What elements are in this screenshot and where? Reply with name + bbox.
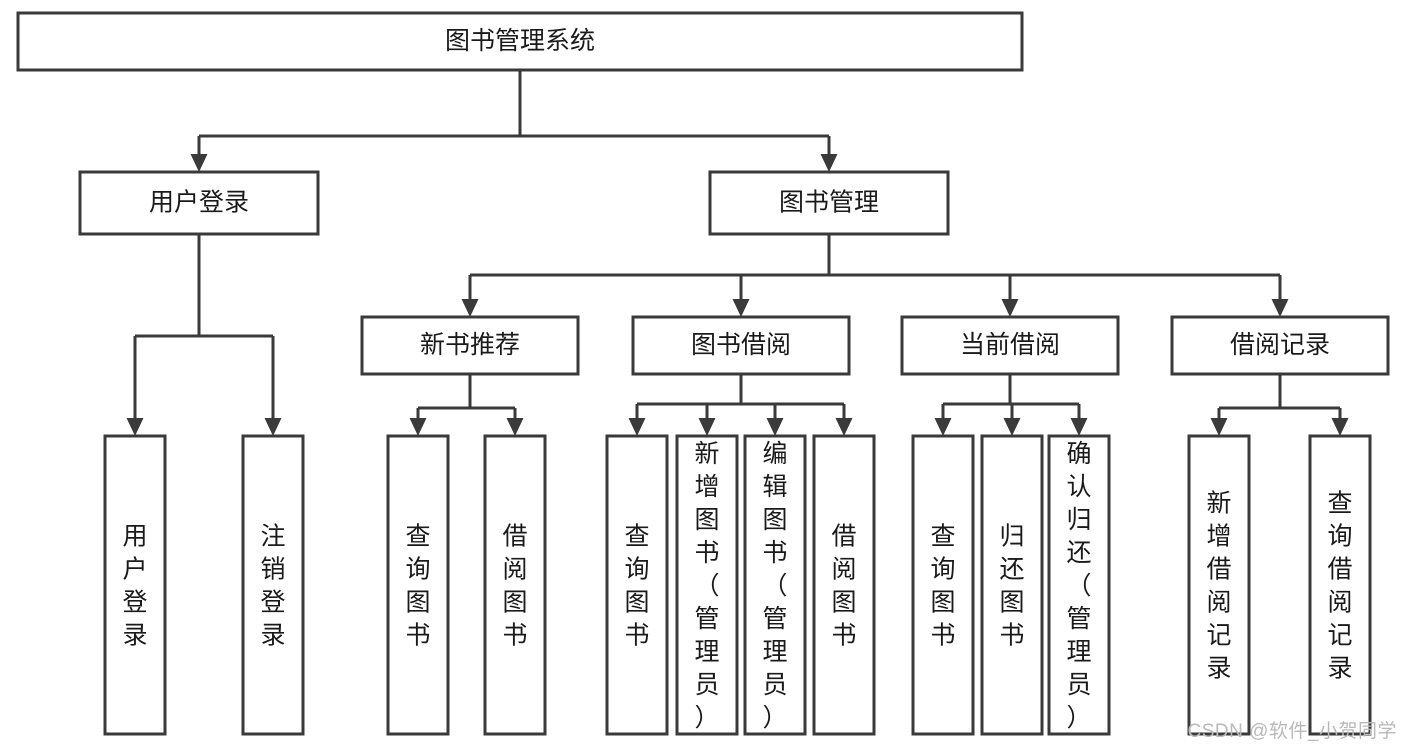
node-l3-1[interactable]: 新书推荐 <box>360 315 580 376</box>
arrow-head-icon <box>1070 418 1088 436</box>
node-label: 借阅图书 <box>502 523 527 650</box>
arrow-head-icon <box>1210 418 1228 436</box>
node-lf-2[interactable]: 注销登录 <box>241 434 305 736</box>
node-label: 用户登录 <box>122 523 147 650</box>
node-box[interactable] <box>675 434 739 736</box>
node-box[interactable] <box>631 315 851 376</box>
node-box[interactable] <box>103 434 167 736</box>
connector-group <box>1210 374 1349 436</box>
node-label: 新增图书（管理员） <box>694 440 719 732</box>
node-lf-9[interactable]: 查询图书 <box>911 434 975 736</box>
node-box[interactable] <box>812 434 876 736</box>
node-label: 图书借阅 <box>691 331 791 359</box>
node-label: 编辑图书（管理员） <box>762 440 787 732</box>
node-lf-13[interactable]: 查询借阅记录 <box>1308 434 1372 736</box>
node-box[interactable] <box>708 170 950 236</box>
node-l3-3[interactable]: 当前借阅 <box>900 315 1120 376</box>
node-box[interactable] <box>16 11 1024 72</box>
node-label: 用户登录 <box>149 189 249 217</box>
arrow-head-icon <box>1001 299 1019 317</box>
arrow-head-icon <box>461 299 479 317</box>
node-label: 图书管理 <box>779 189 879 217</box>
node-root[interactable]: 图书管理系统 <box>16 11 1024 72</box>
node-box[interactable] <box>386 434 450 736</box>
node-lf-12[interactable]: 新增借阅记录 <box>1187 434 1251 736</box>
node-label: 借阅图书 <box>831 523 856 650</box>
node-l2-1[interactable]: 用户登录 <box>78 170 320 236</box>
node-box[interactable] <box>743 434 807 736</box>
arrow-head-icon <box>820 154 838 172</box>
node-box[interactable] <box>1308 434 1372 736</box>
node-lf-6[interactable]: 新增图书（管理员） <box>675 434 739 736</box>
node-label: 图书管理系统 <box>445 27 595 55</box>
node-lf-4[interactable]: 借阅图书 <box>483 434 547 736</box>
node-l3-4[interactable]: 借阅记录 <box>1170 315 1390 376</box>
connector-group <box>190 70 838 172</box>
connector-group <box>409 374 524 436</box>
arrow-head-icon <box>1271 299 1289 317</box>
arrow-head-icon <box>126 418 144 436</box>
connector-group <box>126 234 282 436</box>
node-lf-11[interactable]: 确认归还（管理员） <box>1047 434 1111 736</box>
arrow-head-icon <box>1331 418 1349 436</box>
node-box[interactable] <box>241 434 305 736</box>
node-box[interactable] <box>1187 434 1251 736</box>
connector-layer <box>126 70 1349 436</box>
node-label: 注销登录 <box>260 523 285 650</box>
arrow-head-icon <box>1003 418 1021 436</box>
arrow-head-icon <box>698 418 716 436</box>
node-label: 新增借阅记录 <box>1206 490 1231 683</box>
node-label: 归还图书 <box>999 523 1024 650</box>
node-box[interactable] <box>1047 434 1111 736</box>
node-label: 新书推荐 <box>420 331 520 359</box>
arrow-head-icon <box>506 418 524 436</box>
arrow-head-icon <box>628 418 646 436</box>
arrow-head-icon <box>264 418 282 436</box>
node-box[interactable] <box>483 434 547 736</box>
arrow-head-icon <box>409 418 427 436</box>
node-label: 借阅记录 <box>1230 331 1330 359</box>
arrow-head-icon <box>766 418 784 436</box>
node-l3-2[interactable]: 图书借阅 <box>631 315 851 376</box>
node-box[interactable] <box>78 170 320 236</box>
node-box[interactable] <box>605 434 669 736</box>
connector-group <box>628 374 853 436</box>
node-label: 查询图书 <box>930 523 955 650</box>
node-lf-5[interactable]: 查询图书 <box>605 434 669 736</box>
arrow-head-icon <box>835 418 853 436</box>
node-box[interactable] <box>900 315 1120 376</box>
connector-group <box>934 374 1088 436</box>
node-layer: 图书管理系统用户登录图书管理新书推荐图书借阅当前借阅借阅记录用户登录注销登录查询… <box>16 11 1390 736</box>
node-label: 查询图书 <box>405 523 430 650</box>
node-label: 确认归还（管理员） <box>1066 440 1091 732</box>
node-box[interactable] <box>911 434 975 736</box>
node-lf-8[interactable]: 借阅图书 <box>812 434 876 736</box>
arrow-head-icon <box>732 299 750 317</box>
node-box[interactable] <box>980 434 1044 736</box>
node-lf-3[interactable]: 查询图书 <box>386 434 450 736</box>
node-label: 查询借阅记录 <box>1327 490 1352 683</box>
node-l2-2[interactable]: 图书管理 <box>708 170 950 236</box>
node-lf-7[interactable]: 编辑图书（管理员） <box>743 434 807 736</box>
connector-group <box>461 234 1289 317</box>
arrow-head-icon <box>190 154 208 172</box>
node-box[interactable] <box>360 315 580 376</box>
node-box[interactable] <box>1170 315 1390 376</box>
arrow-head-icon <box>934 418 952 436</box>
node-lf-1[interactable]: 用户登录 <box>103 434 167 736</box>
node-lf-10[interactable]: 归还图书 <box>980 434 1044 736</box>
node-label: 当前借阅 <box>960 331 1060 359</box>
node-label: 查询图书 <box>624 523 649 650</box>
